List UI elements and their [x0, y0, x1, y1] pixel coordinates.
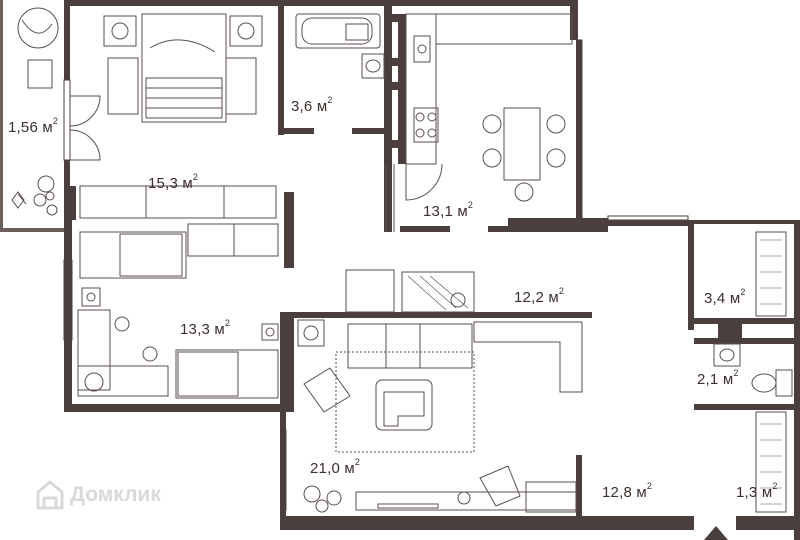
area-label-kids-room: 13,3 м2	[180, 318, 231, 338]
furniture	[11, 7, 793, 513]
area-label-bedroom: 15,3 м2	[148, 172, 199, 192]
watermark-text: Домклик	[70, 483, 161, 506]
doors	[69, 95, 443, 232]
windows	[63, 39, 689, 511]
area-label-bathroom: 3,6 м2	[291, 95, 333, 115]
area-label-hall: 12,2 м2	[514, 286, 565, 306]
furniture-hatching	[407, 239, 782, 505]
area-label-corridor: 12,8 м2	[602, 481, 653, 501]
area-label-wc: 2,1 м2	[697, 368, 739, 388]
area-label-balcony: 1,56 м2	[8, 116, 59, 136]
area-label-living-room: 21,0 м2	[310, 457, 361, 477]
area-label-storage: 3,4 м2	[704, 287, 746, 307]
watermark: Домклик	[36, 480, 161, 510]
area-label-closet: 1,3 м2	[736, 481, 778, 501]
area-label-kitchen: 13,1 м2	[423, 200, 474, 220]
house-logo-icon	[36, 480, 64, 510]
